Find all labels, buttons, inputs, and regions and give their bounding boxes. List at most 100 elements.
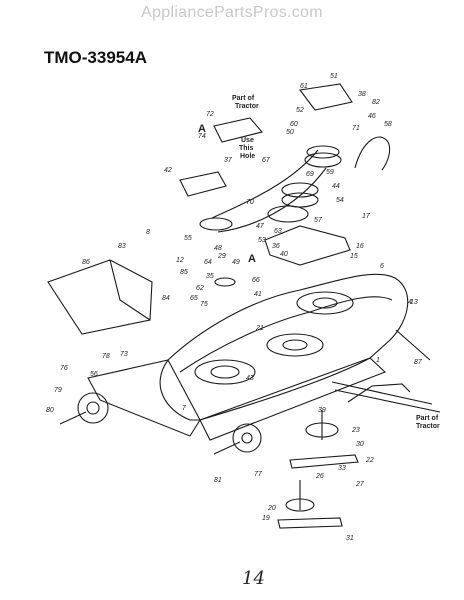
part-label-80: 80 <box>46 407 54 414</box>
svg-text:This: This <box>239 145 253 152</box>
part-label-84: 84 <box>162 295 170 302</box>
part-labels: 1467812131516171920212223262729303133353… <box>46 73 423 542</box>
idler-pulley-left <box>199 217 233 231</box>
part-label-52: 52 <box>296 107 304 114</box>
part-label-1: 1 <box>376 357 380 364</box>
part-label-86: 86 <box>82 259 90 266</box>
center-pulley <box>214 277 236 287</box>
part-label-65: 65 <box>190 295 198 302</box>
part-label-15: 15 <box>350 253 358 260</box>
part-label-23: 23 <box>351 427 360 434</box>
part-label-17: 17 <box>362 213 371 220</box>
part-label-81: 81 <box>214 477 222 484</box>
part-label-27: 27 <box>355 481 365 488</box>
part-label-48: 48 <box>214 245 222 252</box>
deck-front-skirt <box>87 359 201 437</box>
part-label-55: 55 <box>184 235 192 242</box>
part-label-72: 72 <box>206 111 214 118</box>
part-label-57: 57 <box>314 217 323 224</box>
blade-spindle-bottom <box>285 498 315 512</box>
deck-side-skirt <box>199 357 387 441</box>
part-label-44: 44 <box>332 183 340 190</box>
part-label-29: 29 <box>217 253 226 260</box>
blade-bottom <box>277 517 343 529</box>
part-label-41: 41 <box>254 291 262 298</box>
blade-right <box>289 454 359 469</box>
gauge-wheel-front <box>232 423 262 453</box>
part-label-22: 22 <box>365 457 374 464</box>
part-label-63: 63 <box>274 228 282 235</box>
part-label-61: 61 <box>300 83 308 90</box>
svg-text:Part of: Part of <box>232 95 255 102</box>
part-label-49: 49 <box>232 259 240 266</box>
part-label-51: 51 <box>330 73 338 80</box>
discharge-chute <box>47 259 153 335</box>
part-label-56: 56 <box>90 371 98 378</box>
part-label-26: 26 <box>315 473 324 480</box>
ref-a-left: A <box>198 123 206 135</box>
svg-text:Use: Use <box>241 137 254 144</box>
spindle-pulley-mid <box>267 205 309 223</box>
gauge-wheel-left <box>77 392 109 424</box>
tractor-hanger <box>213 117 263 143</box>
part-label-39: 39 <box>318 407 326 414</box>
deck-housing <box>159 273 409 421</box>
part-label-19: 19 <box>262 515 270 522</box>
ref-a-mid: A <box>248 253 256 265</box>
part-label-70: 70 <box>246 199 254 206</box>
part-label-87: 87 <box>414 359 423 366</box>
part-label-59: 59 <box>326 169 334 176</box>
svg-text:Tractor: Tractor <box>235 103 259 110</box>
part-label-69: 69 <box>306 171 314 178</box>
part-label-71: 71 <box>352 125 360 132</box>
blade-spindle-right <box>305 422 339 438</box>
belt-guard-bracket <box>299 83 353 111</box>
part-label-33: 33 <box>338 465 346 472</box>
part-label-47: 47 <box>256 223 265 230</box>
part-label-79: 79 <box>54 387 62 394</box>
spindle-pulley-upper <box>281 182 319 198</box>
svg-text:Tractor: Tractor <box>416 423 440 430</box>
part-label-78: 78 <box>102 353 110 360</box>
part-label-31: 31 <box>346 535 354 542</box>
lift-link <box>347 383 411 403</box>
part-label-7: 7 <box>182 405 187 412</box>
watermark: AppliancePartsPros.com <box>141 4 323 21</box>
part-label-46: 46 <box>368 113 376 120</box>
part-label-66: 66 <box>252 277 260 284</box>
part-label-77: 77 <box>254 471 263 478</box>
part-label-6: 6 <box>380 263 384 270</box>
belt-guide <box>354 136 391 171</box>
part-label-35: 35 <box>206 273 214 280</box>
part-label-37: 37 <box>224 157 233 164</box>
part-label-20: 20 <box>267 505 276 512</box>
part-label-38: 38 <box>358 91 366 98</box>
model-number: TMO-33954A <box>44 48 147 67</box>
part-label-83: 83 <box>118 243 126 250</box>
part-label-42: 42 <box>164 167 172 174</box>
part-label-58: 58 <box>384 121 392 128</box>
part-label-13: 13 <box>410 299 418 306</box>
part-label-75: 75 <box>200 301 208 308</box>
part-label-74: 74 <box>198 133 206 140</box>
idler-pulley-top <box>306 145 340 159</box>
svg-text:Part of: Part of <box>416 415 439 422</box>
part-label-62: 62 <box>196 285 204 292</box>
part-label-4: 4 <box>408 299 412 306</box>
deck-belt <box>211 149 327 233</box>
spindle-housing-left <box>194 359 256 385</box>
callout-part-of-tractor-right: Part of Tractor <box>416 415 440 430</box>
deck-rim <box>179 296 393 373</box>
part-label-8: 8 <box>146 229 150 236</box>
part-label-12: 12 <box>176 257 184 264</box>
part-label-76: 76 <box>60 365 68 372</box>
callout-use-this-hole: Use This Hole <box>239 137 255 160</box>
part-label-60: 60 <box>290 121 298 128</box>
part-label-50: 50 <box>286 129 294 136</box>
part-label-54: 54 <box>336 197 344 204</box>
callout-part-of-tractor-top: Part of Tractor <box>232 95 259 110</box>
part-label-53: 53 <box>258 237 266 244</box>
part-label-64: 64 <box>204 259 212 266</box>
part-label-82: 82 <box>372 99 380 106</box>
